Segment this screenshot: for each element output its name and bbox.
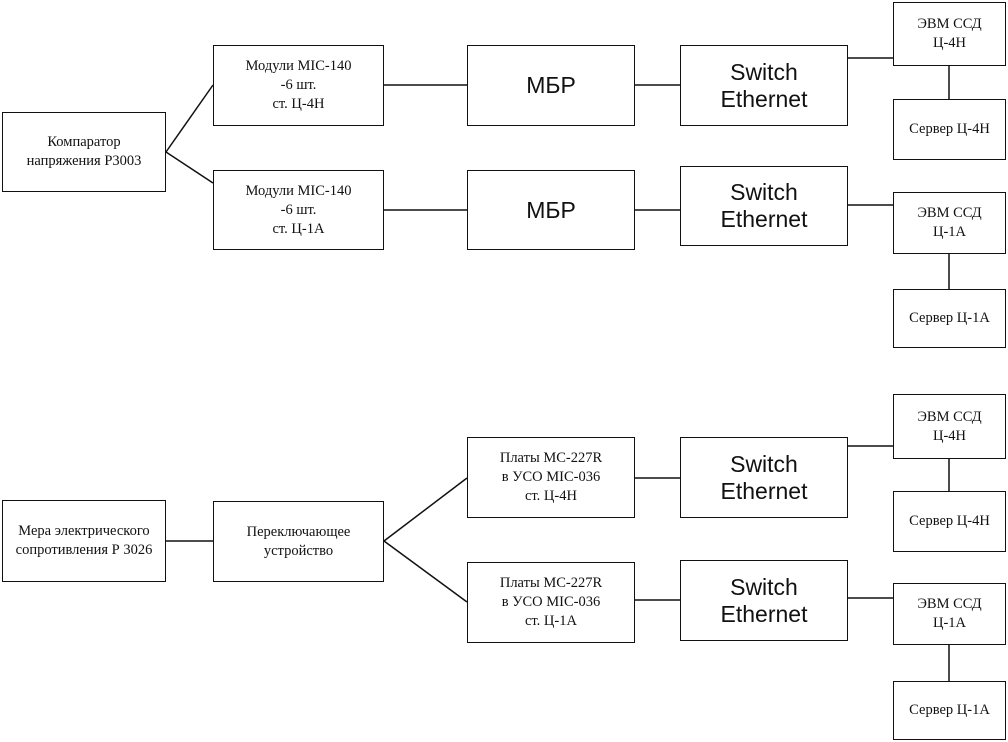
- switch-ethernet-box-1: Switch Ethernet: [680, 45, 848, 126]
- link-comparator-modules-2: [165, 151, 214, 184]
- switching-device-box: Переключающее устройство: [213, 501, 384, 582]
- evm-ssd-c1a-label-2: ЭВМ ССД Ц-1А: [917, 596, 982, 631]
- link-comparator-modules-1: [165, 84, 214, 153]
- switch-ethernet-label-2: Switch Ethernet: [720, 179, 808, 232]
- plates-mc227r-c4n-box: Платы МС-227R в УСО MIC-036 ст. Ц-4Н: [467, 437, 635, 518]
- server-c1a-box-2: Сервер Ц-1А: [893, 681, 1006, 740]
- mbr-box-2: МБР: [467, 170, 635, 250]
- switch-ethernet-label-3: Switch Ethernet: [720, 450, 808, 504]
- mbr-box-1: МБР: [467, 45, 635, 126]
- evm-ssd-c4n-box-2: ЭВМ ССД Ц-4Н: [893, 394, 1006, 459]
- plates-mc227r-c1a-label: Платы МС-227R в УСО MIC-036 ст. Ц-1А: [499, 575, 603, 629]
- mbr-label-1: МБР: [526, 72, 576, 98]
- plates-mc227r-c1a-box: Платы МС-227R в УСО MIC-036 ст. Ц-1А: [467, 562, 635, 643]
- switch-ethernet-box-3: Switch Ethernet: [680, 437, 848, 518]
- evm-ssd-c1a-box-2: ЭВМ ССД Ц-1А: [893, 583, 1006, 645]
- voltage-comparator-label: Компаратор напряжения Р3003: [26, 134, 142, 169]
- evm-ssd-c4n-box-1: ЭВМ ССД Ц-4Н: [893, 2, 1006, 66]
- mbr-label-2: МБР: [526, 196, 576, 223]
- modules-mic140-c4n-box: Модули MIC-140 -6 шт. ст. Ц-4Н: [213, 45, 384, 126]
- modules-mic140-c4n-label: Модули MIC-140 -6 шт. ст. Ц-4Н: [245, 58, 352, 112]
- link-switching-device-plates-2: [383, 540, 468, 603]
- server-c4n-label-2: Сервер Ц-4Н: [909, 513, 990, 529]
- modules-mic140-c1a-box: Модули MIC-140 -6 шт. ст. Ц-1А: [213, 170, 384, 250]
- evm-ssd-c1a-box-1: ЭВМ ССД Ц-1А: [893, 192, 1006, 254]
- resistance-measure-label: Мера электрического сопротивления Р 3026: [15, 523, 153, 558]
- link-switching-device-plates-1: [383, 477, 468, 542]
- plates-mc227r-c4n-label: Платы МС-227R в УСО MIC-036 ст. Ц-4Н: [499, 450, 603, 504]
- switch-ethernet-label-4: Switch Ethernet: [720, 573, 808, 627]
- evm-ssd-c1a-label-1: ЭВМ ССД Ц-1А: [917, 205, 982, 240]
- switching-device-label: Переключающее устройство: [246, 523, 351, 559]
- evm-ssd-c4n-label-2: ЭВМ ССД Ц-4Н: [917, 408, 982, 444]
- server-c4n-box-2: Сервер Ц-4Н: [893, 491, 1006, 552]
- modules-mic140-c1a-label: Модули MIC-140 -6 шт. ст. Ц-1А: [245, 182, 352, 237]
- voltage-comparator-box: Компаратор напряжения Р3003: [2, 112, 166, 192]
- server-c1a-label-1: Сервер Ц-1А: [909, 310, 990, 326]
- server-c4n-label-1: Сервер Ц-4Н: [909, 121, 990, 137]
- server-c4n-box-1: Сервер Ц-4Н: [893, 99, 1006, 160]
- server-c1a-label-2: Сервер Ц-1А: [909, 702, 990, 718]
- resistance-measure-box: Мера электрического сопротивления Р 3026: [2, 500, 166, 582]
- evm-ssd-c4n-label-1: ЭВМ ССД Ц-4Н: [917, 16, 982, 51]
- server-c1a-box-1: Сервер Ц-1А: [893, 289, 1006, 348]
- switch-ethernet-box-4: Switch Ethernet: [680, 560, 848, 641]
- switch-ethernet-box-2: Switch Ethernet: [680, 166, 848, 246]
- switch-ethernet-label-1: Switch Ethernet: [720, 58, 808, 112]
